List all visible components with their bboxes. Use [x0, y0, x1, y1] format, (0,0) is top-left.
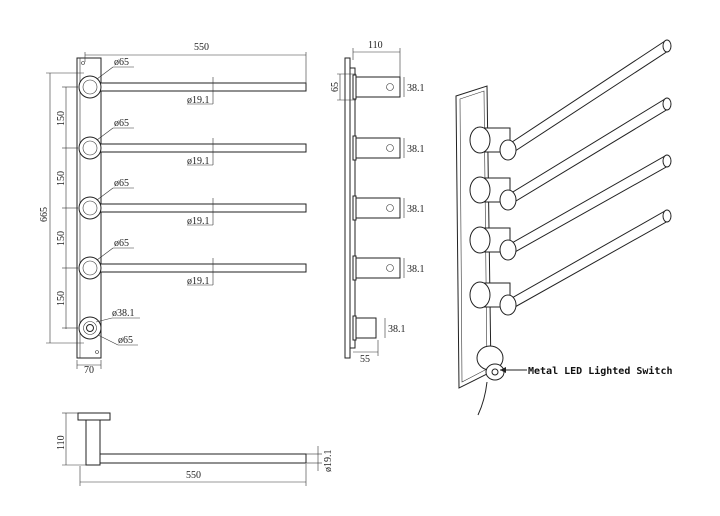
dim-bar-19: ø19.1: [187, 156, 210, 167]
towel-bar: [99, 82, 307, 92]
switch-callout: Metal LED Lighted Switch: [528, 365, 673, 377]
top-bar: [99, 453, 307, 464]
dim-550: 550: [194, 42, 209, 53]
dim-arm-38: 38.1: [407, 144, 425, 155]
switch-button-icon: [86, 324, 94, 332]
dim-110-top: 110: [56, 435, 67, 450]
dim-55: 55: [360, 354, 370, 365]
persp-arm: [502, 155, 669, 258]
dim-bar-top: ø19.1: [323, 450, 334, 473]
persp-knob: [469, 176, 491, 204]
towel-bar: [99, 143, 307, 153]
perspective-view: Metal LED Lighted Switch: [455, 39, 673, 416]
side-arm: [355, 197, 401, 219]
front-view: ø65 ø19.1 ø65 ø19.1 ø65 ø19.1 ø65 ø19.1 550 665…: [39, 42, 307, 376]
persp-knob: [469, 226, 491, 254]
side-arm: [355, 76, 401, 98]
dim-spacing-150: 150: [56, 111, 67, 126]
dim-bar-19: ø19.1: [187, 276, 210, 287]
knob-inner: [82, 200, 98, 216]
dim-knob-65: ø65: [114, 238, 129, 249]
dim-spacing-150: 150: [56, 171, 67, 186]
dim-spacing-150: 150: [56, 291, 67, 306]
dim-knob-65: ø65: [114, 178, 129, 189]
persp-knob: [469, 281, 491, 309]
dim-arm-38: 38.1: [407, 264, 425, 275]
dim-switch-65: ø65: [118, 335, 133, 346]
persp-arm: [502, 98, 669, 208]
dim-65-side: 65: [330, 82, 341, 92]
dim-bar-19: ø19.1: [187, 95, 210, 106]
side-arm: [355, 257, 401, 279]
persp-arm: [502, 210, 669, 313]
knob-inner: [82, 260, 98, 276]
switch-outer: [78, 316, 102, 340]
knob-inner: [82, 79, 98, 95]
dim-knob-65: ø65: [114, 118, 129, 129]
dim-switch-side: 38.1: [388, 324, 406, 335]
dim-arm-38: 38.1: [407, 83, 425, 94]
persp-arm: [502, 40, 669, 158]
dim-spacing-150: 150: [56, 231, 67, 246]
side-view: 38.1 38.1 38.1 38.1 110 65 38.1 55: [330, 40, 425, 365]
led-switch-icon: [491, 368, 499, 376]
dim-70: 70: [84, 365, 94, 376]
dim-knob-65: ø65: [114, 57, 129, 68]
towel-bar: [99, 203, 307, 213]
side-arm: [355, 137, 401, 159]
dim-arm-38: 38.1: [407, 204, 425, 215]
towel-bar: [99, 263, 307, 273]
knob-outer: [78, 256, 102, 280]
dim-550-top: 550: [186, 470, 201, 481]
dim-665: 665: [39, 207, 50, 222]
side-wall-plate: [344, 57, 351, 359]
knob-outer: [78, 75, 102, 99]
persp-knob: [469, 126, 491, 154]
top-view: 110 550 ø19.1: [56, 412, 334, 486]
dim-switch-38: ø38.1: [112, 308, 135, 319]
knob-outer: [78, 136, 102, 160]
dim-bar-19: ø19.1: [187, 216, 210, 227]
knob-outer: [78, 196, 102, 220]
knob-inner: [82, 140, 98, 156]
dim-110: 110: [368, 40, 383, 51]
